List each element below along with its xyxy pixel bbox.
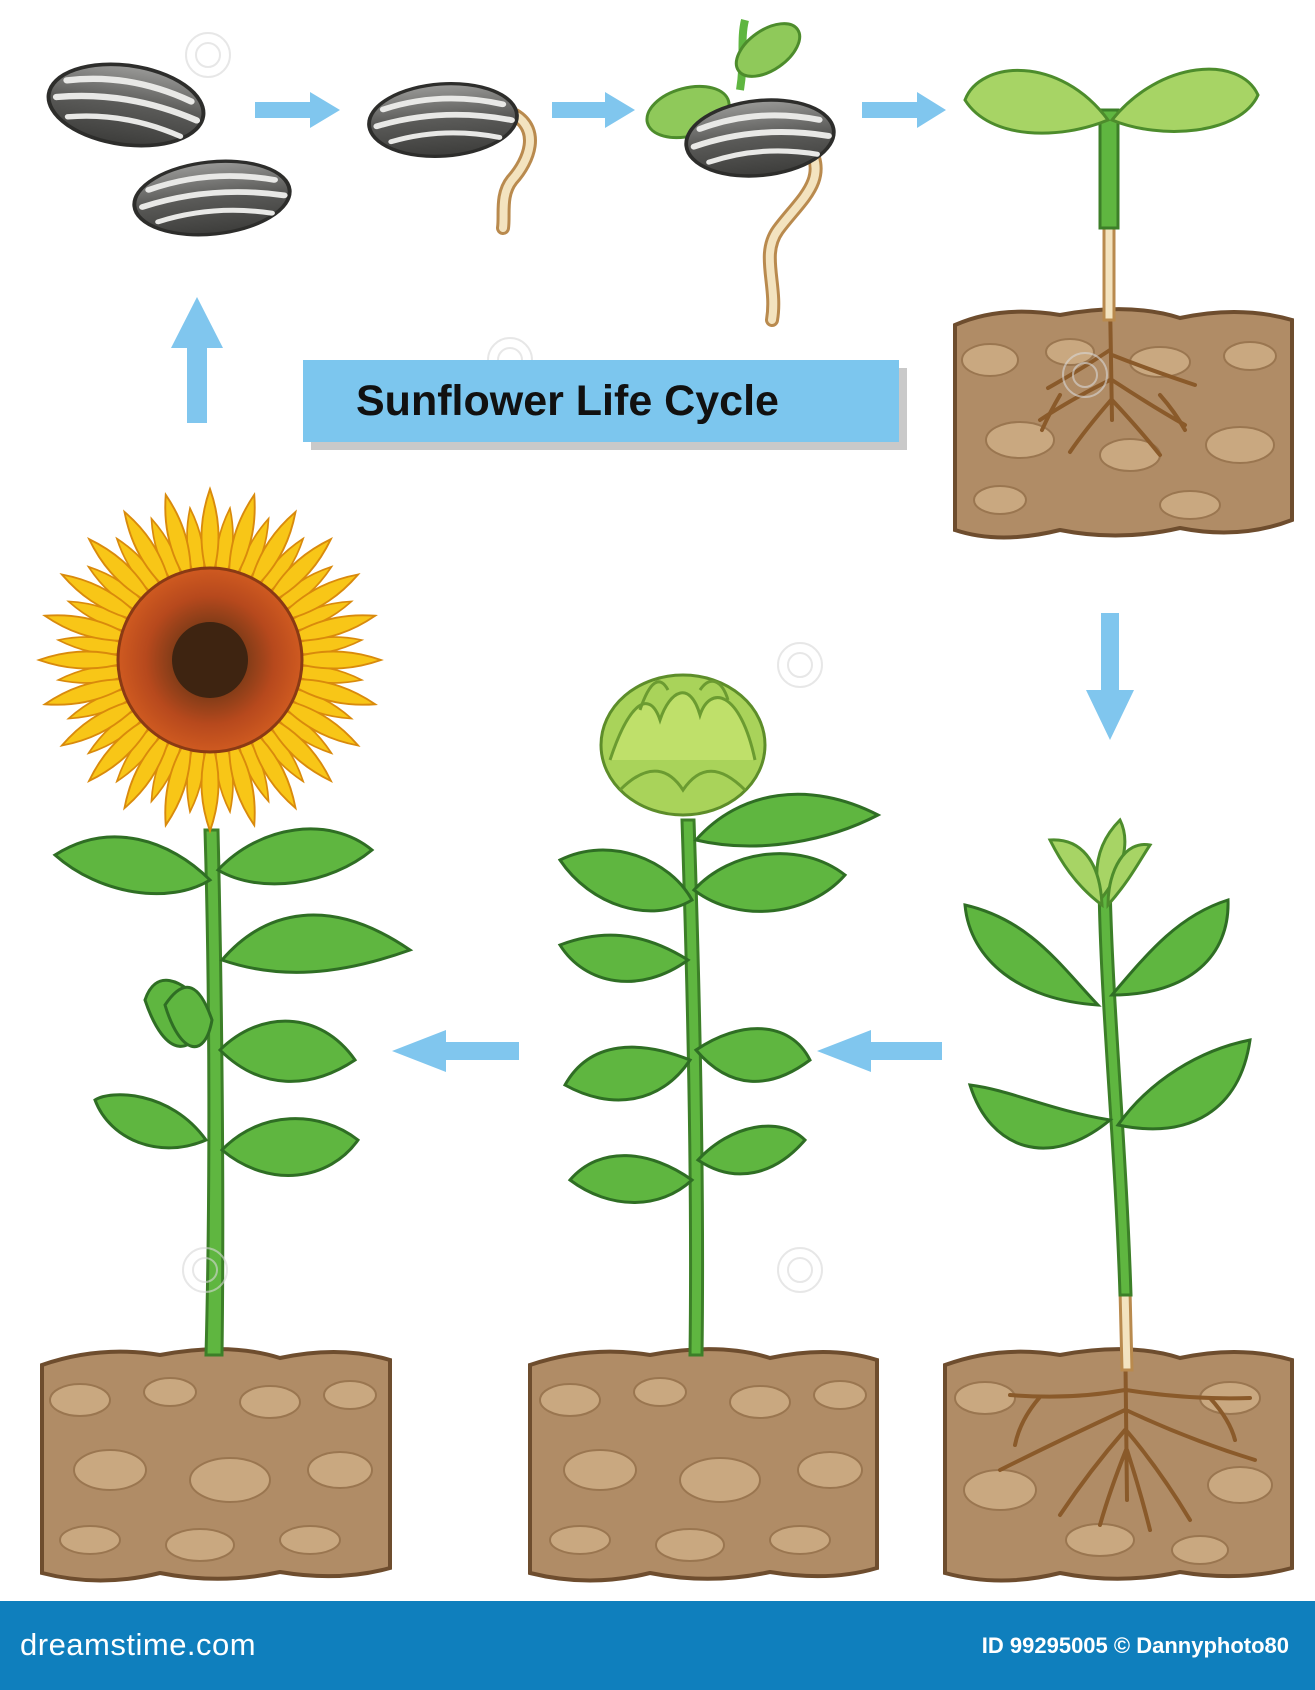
arrow-down bbox=[1086, 613, 1134, 740]
soil-blooming-sunflower bbox=[40, 1347, 392, 1583]
footer-credit: ID 99295005 © Dannyphoto80 bbox=[981, 1633, 1289, 1658]
arrow-right-1 bbox=[255, 92, 340, 128]
title-banner: Sunflower Life Cycle bbox=[303, 360, 899, 442]
footer-bar: dreamstime.com ID 99295005 © Dannyphoto8… bbox=[0, 1601, 1315, 1690]
blooming-sunflower-stage bbox=[38, 488, 414, 1357]
arrow-up bbox=[171, 297, 223, 423]
arrow-right-2 bbox=[552, 92, 635, 128]
arrow-left-1 bbox=[817, 1030, 942, 1072]
young-plant-stage bbox=[963, 817, 1257, 1532]
budding-plant-stage bbox=[557, 673, 882, 1357]
seeds-stage bbox=[43, 55, 293, 242]
soil-budding-plant bbox=[528, 1347, 879, 1583]
flower-bud bbox=[599, 673, 767, 817]
arrow-right-3 bbox=[862, 92, 946, 128]
germinating-seed-stage bbox=[367, 79, 537, 235]
sprouting-seed-stage bbox=[645, 19, 837, 327]
seedling-stage bbox=[953, 67, 1294, 540]
diagram-title: Sunflower Life Cycle bbox=[356, 377, 779, 425]
arrow-left-2 bbox=[392, 1030, 519, 1072]
footer-logo[interactable]: dreamstime.com bbox=[20, 1627, 257, 1662]
sunflower-head bbox=[38, 488, 382, 832]
